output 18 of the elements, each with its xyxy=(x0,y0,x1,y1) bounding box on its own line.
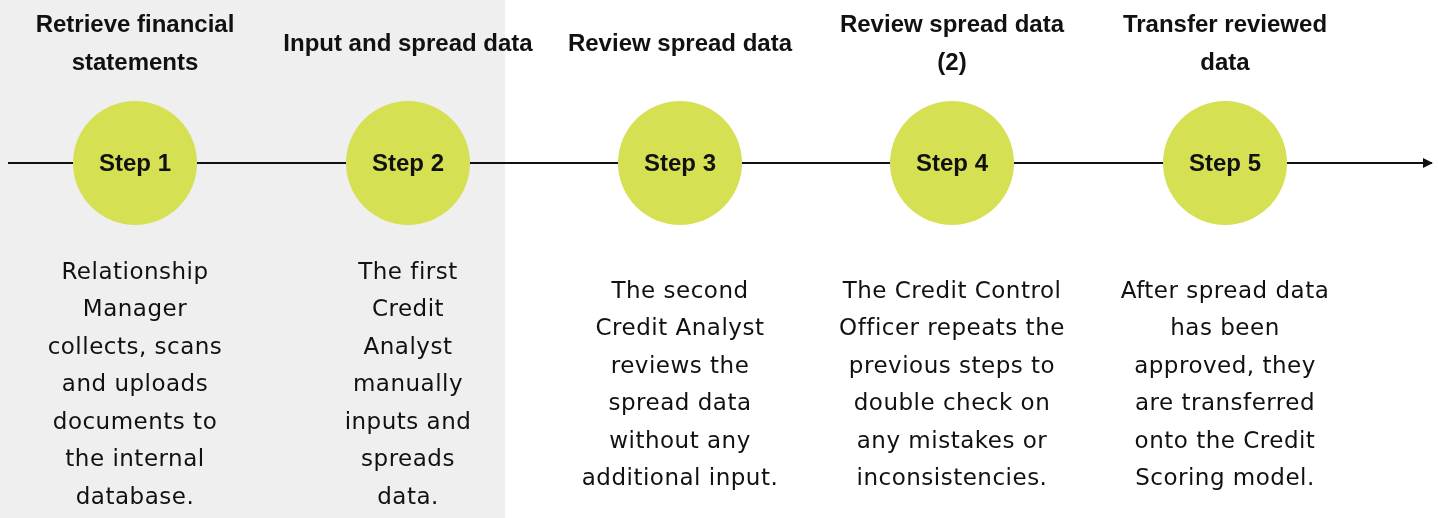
step-heading: Input and spread data xyxy=(283,28,533,58)
step-circle: Step 4 xyxy=(890,101,1014,225)
timeline-arrow xyxy=(1286,158,1433,168)
step-heading: Review spread data xyxy=(567,28,793,58)
step-circle: Step 3 xyxy=(618,101,742,225)
timeline-line xyxy=(196,162,347,164)
step-description: The Credit Control Officer repeats the previous steps to double check on any mistakes or inconsistencies. xyxy=(838,275,1066,492)
step-description: Relationship Manager collects, scans and uploads documents to the internal database. xyxy=(46,256,224,511)
timeline-line xyxy=(469,162,619,164)
step-heading: Retrieve financial statements xyxy=(34,9,236,77)
step-description: After spread data has been approved, they are transferred onto the Credit Scoring model. xyxy=(1120,275,1330,492)
step-description: The second Credit Analyst reviews the spread data without any additional input. xyxy=(580,275,780,492)
step-circle: Step 5 xyxy=(1163,101,1287,225)
step-heading: Transfer reviewed data xyxy=(1121,9,1329,77)
step-description: The first Credit Analyst manually inputs and spreads data. xyxy=(343,256,473,511)
timeline-line xyxy=(7,162,74,164)
step-heading: Review spread data (2) xyxy=(838,9,1066,77)
timeline-line xyxy=(1013,162,1164,164)
